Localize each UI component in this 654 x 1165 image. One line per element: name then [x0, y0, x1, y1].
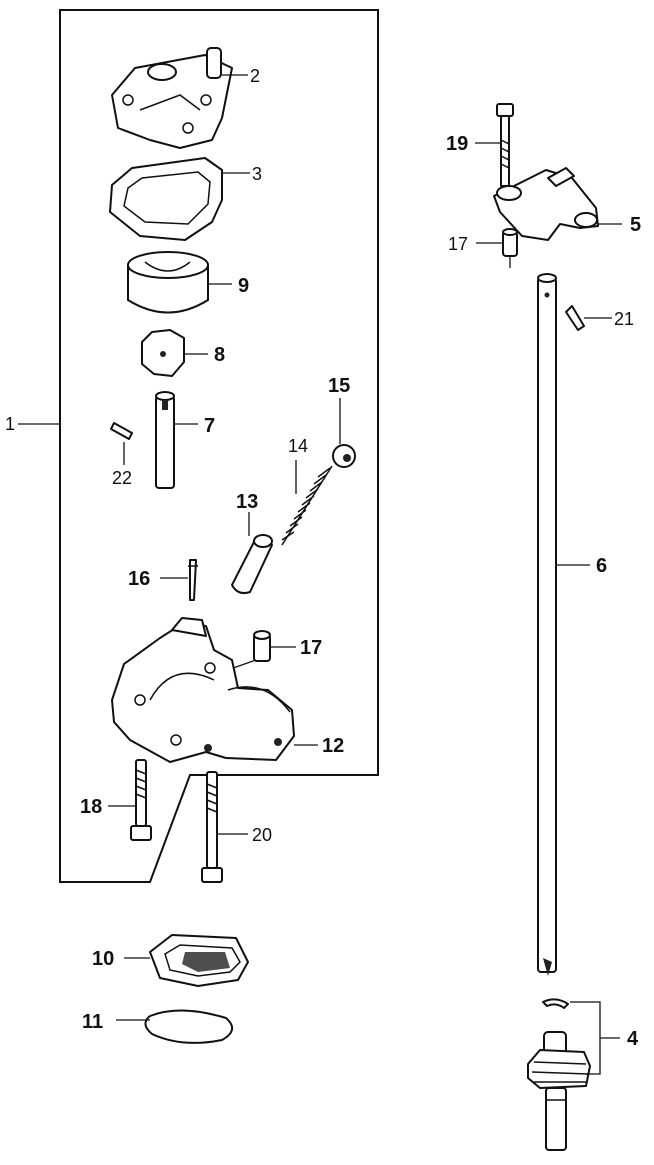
label-7: 7: [204, 415, 215, 437]
label-2: 2: [250, 66, 260, 86]
relief-spring: [281, 465, 333, 546]
dowel-17-upper: [502, 228, 518, 257]
label-12: 12: [322, 735, 344, 757]
label-13: 13: [236, 491, 258, 513]
label-16: 16: [128, 568, 150, 590]
outer-rotor: [127, 251, 209, 314]
relief-cap: [332, 444, 356, 468]
label-15: 15: [328, 375, 350, 397]
pin-21: [565, 305, 585, 331]
relief-valve: [231, 534, 273, 595]
drive-gear-assembly: [527, 998, 591, 1151]
gasket-inner: [123, 171, 211, 225]
label-18: 18: [80, 796, 102, 818]
bolt-20: [201, 771, 223, 883]
label-19: 19: [446, 133, 468, 155]
label-1: 1: [5, 414, 15, 434]
label-17-upper: 17: [448, 234, 468, 254]
dowel-17-lower: [253, 630, 271, 662]
shaft-bracket: [493, 167, 599, 241]
label-4: 4: [627, 1028, 639, 1050]
snap-ring: [144, 1009, 233, 1044]
label-20: 20: [252, 825, 272, 845]
bolt-19: [496, 103, 514, 187]
label-10: 10: [92, 948, 114, 970]
label-3: 3: [252, 164, 262, 184]
pump-cover: [111, 47, 233, 149]
gasket: [109, 157, 223, 241]
pin-22: [110, 422, 133, 440]
pump-body: [111, 617, 295, 763]
label-5: 5: [630, 214, 641, 236]
assembly-frame: [59, 9, 379, 883]
cotter-pin: [188, 559, 198, 601]
inner-rotor: [141, 329, 185, 377]
label-11: 11: [82, 1011, 103, 1033]
leader-4-bracket: [570, 1001, 620, 1075]
label-21: 21: [614, 309, 634, 329]
label-6: 6: [596, 555, 607, 577]
pump-shaft: [155, 391, 175, 489]
oil-strainer: [149, 934, 249, 987]
label-8: 8: [214, 344, 225, 366]
drive-shaft: [537, 273, 557, 976]
label-22: 22: [112, 468, 132, 488]
bolt-18: [130, 759, 152, 841]
label-17-lower: 17: [300, 637, 322, 659]
label-14: 14: [288, 436, 308, 456]
label-9: 9: [238, 275, 249, 297]
